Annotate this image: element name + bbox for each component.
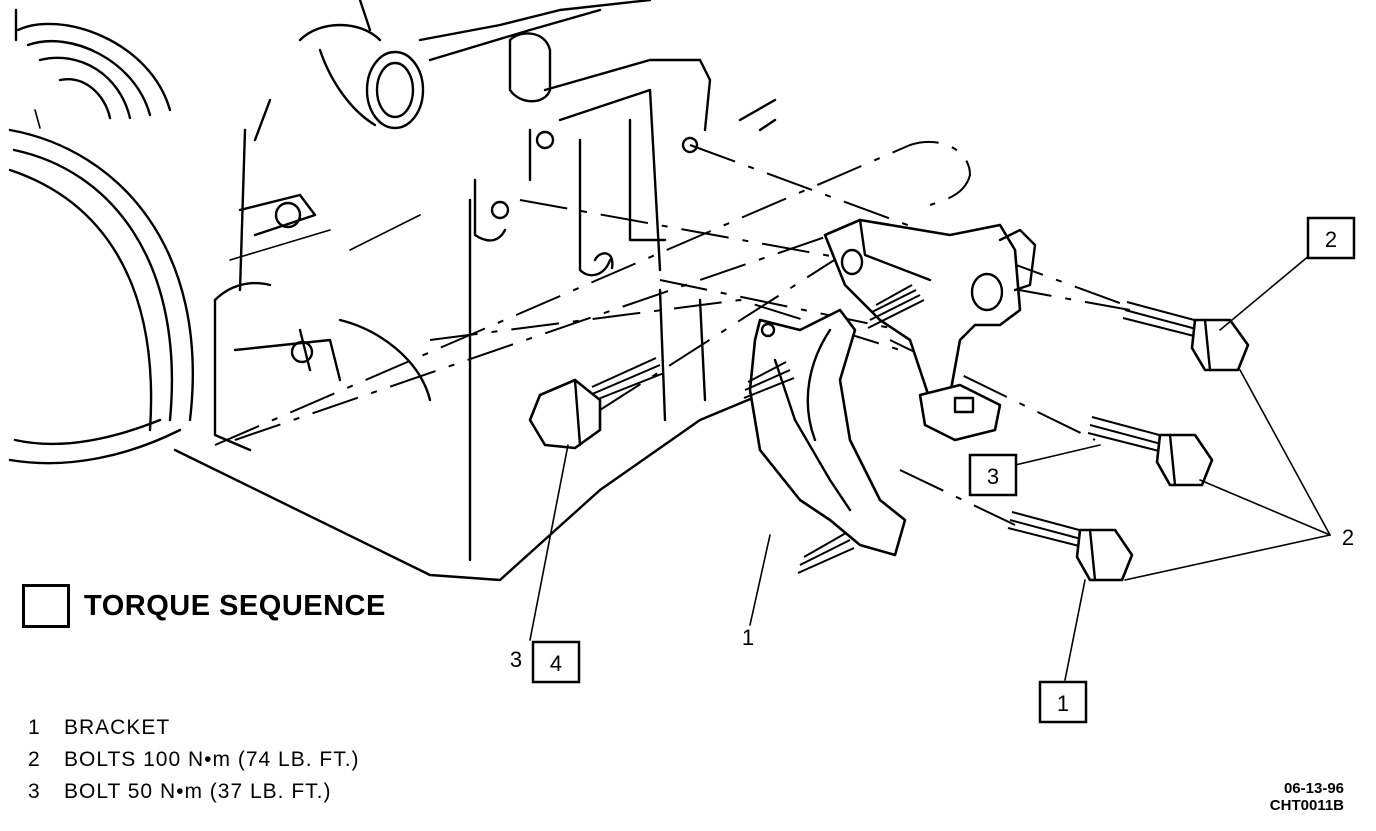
torque-seq-box-3 <box>968 453 1018 497</box>
torque-sequence-legend-label: TORQUE SEQUENCE <box>84 590 386 622</box>
torque-seq-3: 3 <box>987 464 999 489</box>
pulley-assembly <box>8 8 194 465</box>
bolt-middle-right <box>1087 416 1214 487</box>
bolt-top-right <box>1122 301 1250 372</box>
torque-seq-2: 2 <box>1325 227 1337 252</box>
parts-list-number: 1 <box>28 716 41 739</box>
torque-seq-box-2 <box>1306 216 1356 260</box>
parts-list-number: 3 <box>28 780 41 803</box>
item-label-3: 3 <box>510 647 522 672</box>
parts-list-item-3: 3 BOLT 50 N•m (37 LB. FT.) <box>28 780 331 804</box>
item-label-2: 2 <box>1342 525 1354 550</box>
parts-list-text: BOLTS 100 N•m (74 LB. FT.) <box>64 748 360 771</box>
parts-list-number: 2 <box>28 748 41 771</box>
bolt-lower-right <box>1007 511 1134 582</box>
figure-code: CHT0011B <box>1269 797 1344 814</box>
torque-seq-box-4 <box>531 640 581 684</box>
torque-seq-4: 4 <box>550 651 562 676</box>
leader-lines <box>529 254 1331 681</box>
bracket-studs <box>743 284 925 574</box>
item-label-1: 1 <box>742 625 754 650</box>
torque-seq-1: 1 <box>1057 691 1069 716</box>
parts-list-text: BOLT 50 N•m (37 LB. FT.) <box>64 780 332 803</box>
engine-block <box>173 0 777 582</box>
torque-seq-box-1 <box>1038 680 1088 724</box>
bracket-part <box>748 218 1037 557</box>
parts-list-item-2: 2 BOLTS 100 N•m (74 LB. FT.) <box>28 748 360 772</box>
bolt-left <box>528 357 665 450</box>
torque-sequence-legend-box <box>22 584 70 628</box>
parts-list-item-1: 1 BRACKET <box>28 716 170 740</box>
alignment-lines <box>214 140 1131 526</box>
figure-date: 06-13-96 <box>1283 780 1344 797</box>
parts-list-text: BRACKET <box>64 716 171 739</box>
